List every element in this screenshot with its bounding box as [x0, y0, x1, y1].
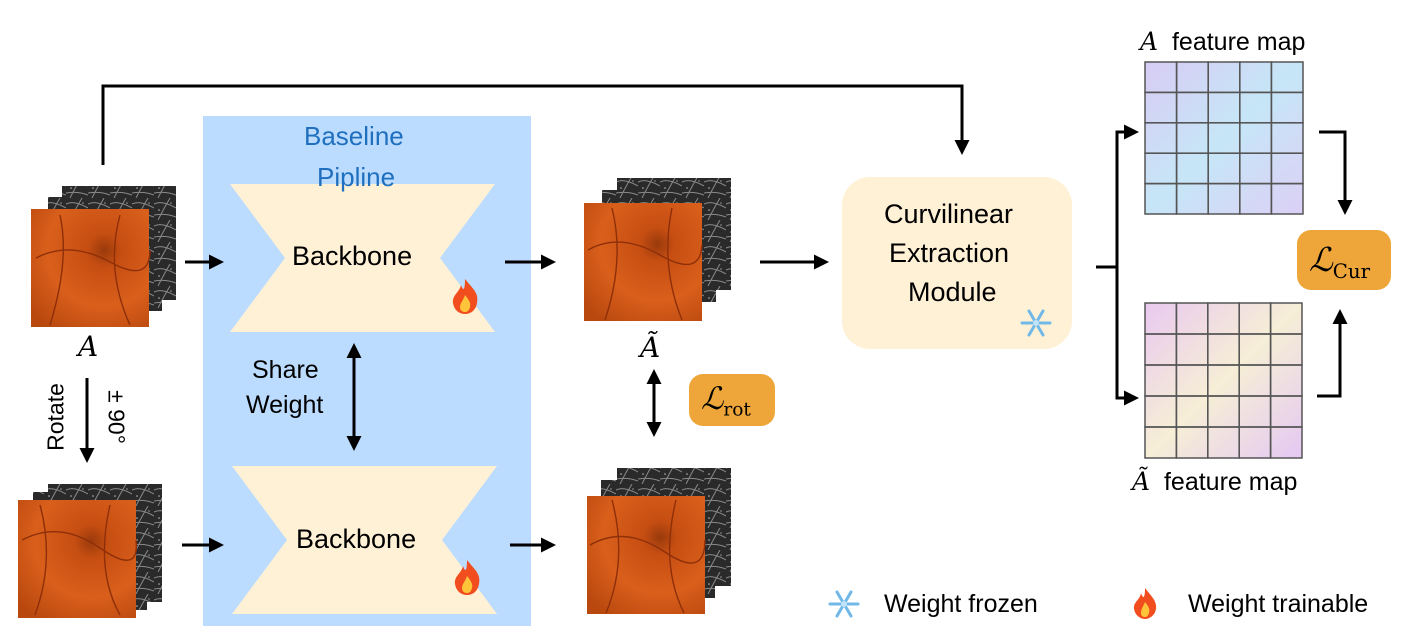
- loss-rot-badge: [689, 374, 775, 426]
- feature-map-grid-bottom: [1144, 302, 1303, 459]
- rotated-image-stack: [18, 484, 162, 618]
- share-weight-line1: Share: [252, 356, 319, 384]
- snowflake-icon: [1020, 309, 1052, 337]
- flame-icon: [454, 560, 480, 595]
- pipeline-title-line2: Pipline: [317, 162, 396, 192]
- arrow-bottommap-to-loss: [1317, 309, 1348, 398]
- feature-map-fill: [1145, 62, 1303, 214]
- rotate-label: Rotate: [42, 383, 69, 451]
- feature-map-cell: [1270, 182, 1304, 215]
- angle-label: ± 90°: [103, 390, 130, 444]
- bypass-arrow: [101, 84, 970, 165]
- loss-rot-label: ℒrot: [701, 381, 751, 421]
- legend-trainable-label: Weight trainable: [1188, 590, 1369, 618]
- backbone-top-block: [230, 184, 495, 332]
- backbone-top-label: Backbone: [292, 241, 413, 271]
- share-weight-line2: Weight: [246, 391, 324, 419]
- feature-map-cell: [1269, 426, 1303, 459]
- legend-frozen-label: Weight frozen: [884, 590, 1038, 618]
- arrow-topmap-to-loss: [1319, 130, 1353, 215]
- bottom-feature-map-caption: Ã feature map: [1132, 467, 1298, 496]
- backbone-bottom-block: [232, 466, 497, 614]
- flame-icon: [1133, 588, 1157, 619]
- module-line3: Module: [908, 277, 997, 307]
- input-label: A: [78, 330, 99, 363]
- flame-icon: [452, 279, 478, 314]
- feature-map-grid-top: [1144, 61, 1304, 215]
- output-label: Ã: [640, 331, 661, 364]
- branch-arrow-bottom: [1115, 266, 1139, 406]
- output-image-stack-top: [584, 178, 731, 321]
- loss-cur-badge: [1297, 230, 1391, 290]
- branch-arrow-top: [1115, 124, 1139, 398]
- feature-map-fill: [1145, 303, 1302, 458]
- input-image-stack: [31, 186, 176, 327]
- top-feature-map-caption: A feature map: [1140, 27, 1306, 56]
- loss-cur-label: ℒCur: [1309, 240, 1371, 283]
- output-image-stack-bottom: [587, 468, 731, 614]
- module-line1: Curvilinear: [884, 199, 1014, 229]
- backbone-bottom-label: Backbone: [296, 524, 417, 554]
- pipeline-title-line1: Baseline: [304, 121, 404, 151]
- curvilinear-module-box: [842, 177, 1072, 349]
- module-line2: Extraction: [889, 238, 1010, 268]
- snowflake-icon: [828, 590, 860, 618]
